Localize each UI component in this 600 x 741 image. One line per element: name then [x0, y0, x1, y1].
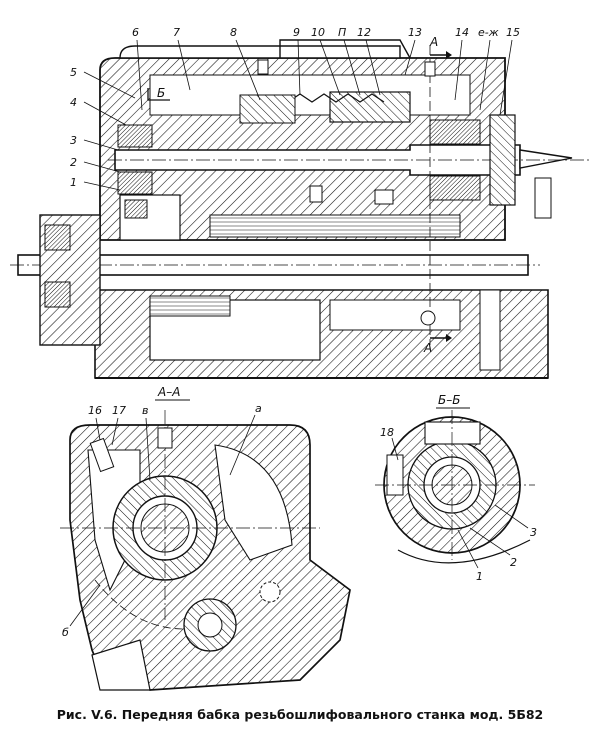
callout-18: 18 — [380, 426, 394, 439]
callout-5: 5 — [70, 66, 77, 79]
section-mark-a-top: А — [429, 35, 438, 49]
callout-8: 8 — [230, 26, 237, 39]
callout-11: П — [338, 26, 346, 39]
cover-hood — [279, 39, 411, 59]
bed-rib — [479, 289, 501, 371]
callout-4: 4 — [70, 96, 77, 109]
oil-bath — [209, 214, 461, 238]
bb-top-bolt — [424, 421, 481, 445]
center-tip — [519, 149, 573, 169]
aa-small-bearing — [259, 581, 281, 603]
callout-bb-2: 2 — [510, 556, 517, 569]
section-bb: Б–Б 18 1 2 3 — [375, 393, 537, 583]
bb-side-screw — [386, 454, 404, 496]
headstock-longitudinal-section: 1 2 3 4 5 6 7 8 9 10 П 12 13 14 е-ж 15 А… — [10, 26, 590, 379]
left-bearing-lower — [44, 281, 71, 308]
section-mark-a-bottom: А — [423, 341, 432, 355]
front-bearing-lower — [429, 175, 481, 201]
sleeve-bearing — [124, 199, 148, 219]
callout-3: 3 — [70, 134, 77, 147]
left-bearing-upper — [44, 224, 71, 251]
callout-2: 2 — [70, 156, 77, 169]
callout-16: 16 — [88, 404, 102, 417]
worm-wheel — [329, 91, 411, 123]
section-bb-title: Б–Б — [438, 393, 460, 407]
callout-14: 14 — [455, 26, 469, 39]
inner-cavity — [149, 74, 471, 116]
section-aa-title: А–А — [157, 385, 180, 399]
callout-e-zh: е-ж — [478, 26, 499, 39]
aa-handle — [91, 639, 151, 691]
worm-thread — [287, 93, 385, 103]
bb-clamp-arc — [397, 539, 531, 564]
callout-bb-3: 3 — [530, 526, 537, 539]
oil-sump — [149, 295, 231, 317]
figure-caption: Рис. V.6. Передняя бабка резьбошлифоваль… — [56, 707, 544, 722]
section-mark-b: Б — [157, 86, 165, 100]
section-aa: А–А 16 17 в а б — [60, 385, 351, 691]
callout-6: 6 — [132, 26, 139, 39]
callout-13: 13 — [408, 26, 422, 39]
callout-b: б — [62, 626, 69, 639]
callout-10: 10 — [311, 26, 325, 39]
top-cover — [119, 45, 401, 59]
callout-15: 15 — [506, 26, 520, 39]
aa-bolt — [89, 437, 115, 473]
nut-front — [489, 114, 516, 206]
gear-block — [239, 94, 296, 124]
section-cut-bb — [147, 88, 170, 101]
callout-v: в — [142, 404, 148, 417]
callout-7: 7 — [173, 26, 180, 39]
callout-9: 9 — [293, 26, 300, 39]
callout-12: 12 — [357, 26, 371, 39]
aa-right-cavity — [214, 444, 293, 561]
bed-pocket — [329, 299, 461, 331]
rear-bearing-lower — [117, 171, 153, 195]
callout-1: 1 — [70, 176, 77, 189]
rear-bearing — [117, 124, 153, 148]
callout-bb-1: 1 — [476, 570, 483, 583]
callout-a: а — [255, 402, 262, 415]
aa-top-bolt — [157, 427, 173, 449]
callout-17: 17 — [112, 404, 126, 417]
front-bearing — [429, 119, 481, 145]
